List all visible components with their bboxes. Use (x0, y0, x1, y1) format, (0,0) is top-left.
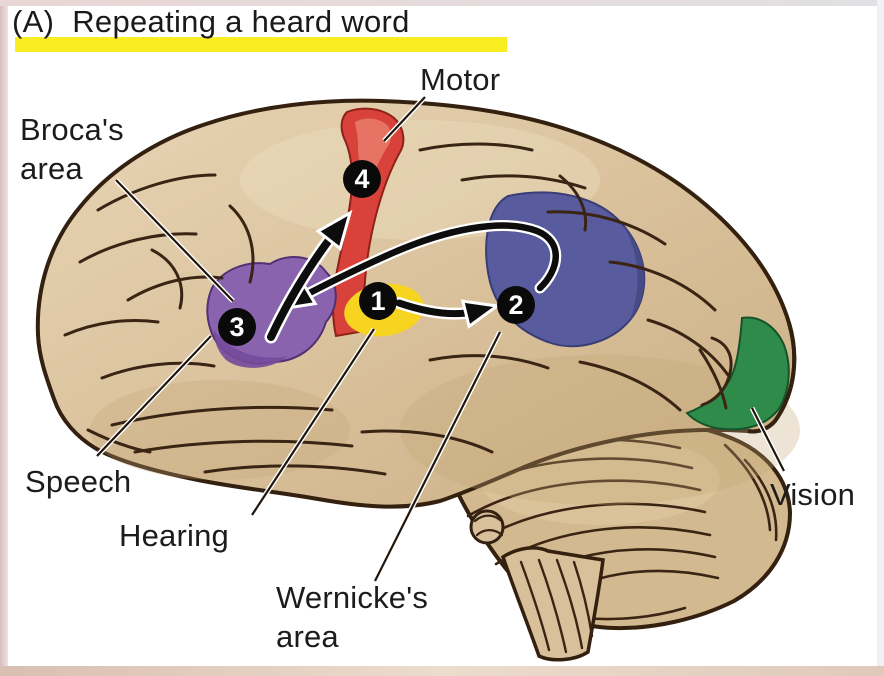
title-text: Repeating a heard word (72, 4, 410, 39)
pointer-lines (95, 95, 787, 583)
wernicke-pointer-line (372, 330, 503, 583)
label-speech: Speech (25, 464, 132, 499)
vision-pointer-line (749, 406, 787, 473)
label-motor: Motor (420, 62, 501, 97)
label-broca: Broca's area (20, 110, 124, 188)
pathway-arrows (264, 209, 562, 344)
broca-pointer-line (114, 178, 235, 303)
brainstem (500, 546, 605, 662)
label-hearing: Hearing (119, 518, 229, 553)
occipital-outline (747, 322, 797, 434)
step-marker-2: 2 (497, 286, 535, 324)
frame-left-edge (0, 0, 8, 676)
label-wernicke: Wernicke's area (276, 578, 428, 656)
label-wernicke-line2: area (276, 619, 339, 654)
frame-top-edge (0, 0, 884, 6)
arrow-3-to-4 (264, 209, 353, 344)
sulci-lines (63, 142, 733, 476)
step-marker-4: 4 (343, 160, 381, 198)
label-broca-line2: area (20, 151, 83, 186)
motor-pointer-line (382, 95, 427, 143)
arrow-1-to-2 (393, 297, 501, 329)
label-broca-line1: Broca's (20, 112, 124, 147)
title-highlight (15, 37, 507, 52)
step-marker-3: 3 (218, 308, 256, 346)
label-wernicke-line1: Wernicke's (276, 580, 429, 615)
label-vision: Vision (770, 477, 856, 512)
figure-title: (A) Repeating a heard word (12, 4, 410, 40)
frame-right-edge (877, 0, 884, 676)
speech-pointer-line (95, 334, 213, 458)
frame-bottom-edge (0, 666, 884, 676)
step-marker-1: 1 (359, 282, 397, 320)
flocculus (469, 509, 505, 545)
title-index: (A) (12, 4, 55, 39)
hearing-pointer-line (249, 327, 377, 517)
